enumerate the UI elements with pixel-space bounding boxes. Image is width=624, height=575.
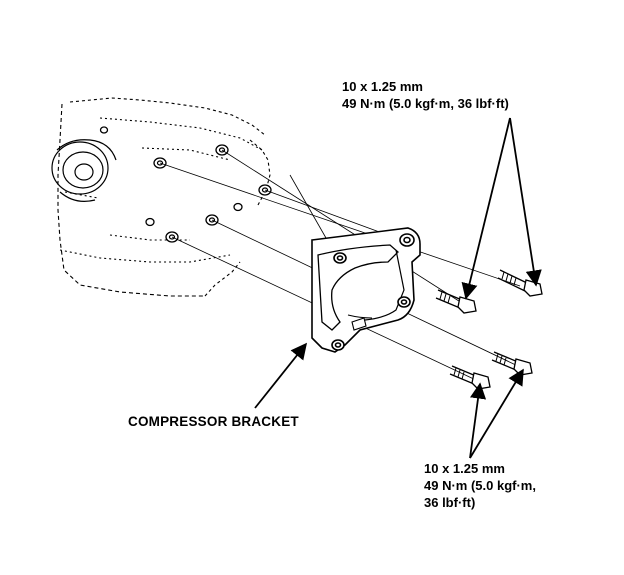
callout-arrows — [254, 117, 542, 459]
torque-spec-top: 49 N·m (5.0 kgf·m, 36 lbf·ft) — [342, 96, 509, 111]
torque-callout-top: 10 x 1.25 mm 49 N·m (5.0 kgf·m, 36 lbf·f… — [342, 78, 509, 112]
torque-callout-bottom: 10 x 1.25 mm 49 N·m (5.0 kgf·m, 36 lbf·f… — [424, 460, 536, 511]
torque-spec-bottom: 49 N·m (5.0 kgf·m, — [424, 478, 536, 493]
engine-bolt-holes — [99, 126, 272, 243]
bolt-size-bottom: 10 x 1.25 mm — [424, 461, 505, 476]
compressor-bracket-label: COMPRESSOR BRACKET — [128, 414, 299, 429]
bolt-size-top: 10 x 1.25 mm — [342, 79, 423, 94]
bolt-upper-middle — [435, 289, 477, 314]
pulley — [51, 139, 117, 202]
engine-block — [57, 97, 271, 297]
compressor-bracket — [311, 227, 421, 353]
torque-spec-bottom-cont: 36 lbf·ft) — [424, 495, 476, 510]
